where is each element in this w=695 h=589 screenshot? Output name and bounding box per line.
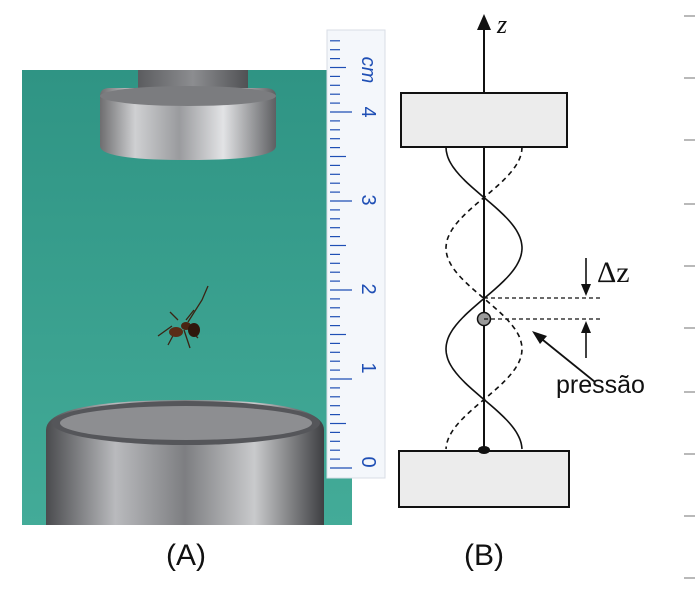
ruler-label-1: 1: [357, 362, 379, 373]
delta-z-label: Δz: [597, 256, 630, 289]
panel-b-label: (B): [464, 539, 504, 572]
bottom-transducer: [46, 400, 324, 525]
ruler-label-3: 3: [357, 194, 379, 205]
pressure-wave-dashed: [445, 146, 523, 450]
z-axis-label: z: [496, 10, 507, 39]
pressure-pointer-head: [532, 331, 547, 344]
ruler: 0 1 2 3 4 cm: [326, 29, 386, 479]
ruler-label-4: 4: [357, 106, 379, 117]
z-axis-arrowhead: [477, 14, 491, 30]
ruler-label-0: 0: [357, 456, 379, 467]
ruler-label-2: 2: [357, 283, 379, 294]
photo-panel: 0 1 2 3 4 cm (A): [22, 29, 386, 572]
panel-a-label: (A): [166, 539, 206, 572]
bottom-transducer-block: [398, 450, 570, 508]
right-edge-ticks: [684, 15, 695, 579]
delta-arrowhead-top: [581, 284, 591, 296]
pressure-pointer: [537, 335, 596, 383]
pressure-label: pressão: [556, 371, 645, 399]
ant: [157, 285, 209, 349]
ruler-numbers: 0 1 2 3 4 cm: [357, 57, 379, 468]
diagram-panel: z Δz pressão (B): [398, 10, 645, 572]
delta-arrowhead-bottom: [581, 321, 591, 333]
base-marker: [478, 446, 490, 454]
top-reflector: [100, 70, 276, 160]
ruler-unit: cm: [357, 57, 379, 84]
top-reflector-block: [400, 92, 568, 148]
ruler-minor-ticks: [330, 40, 352, 469]
